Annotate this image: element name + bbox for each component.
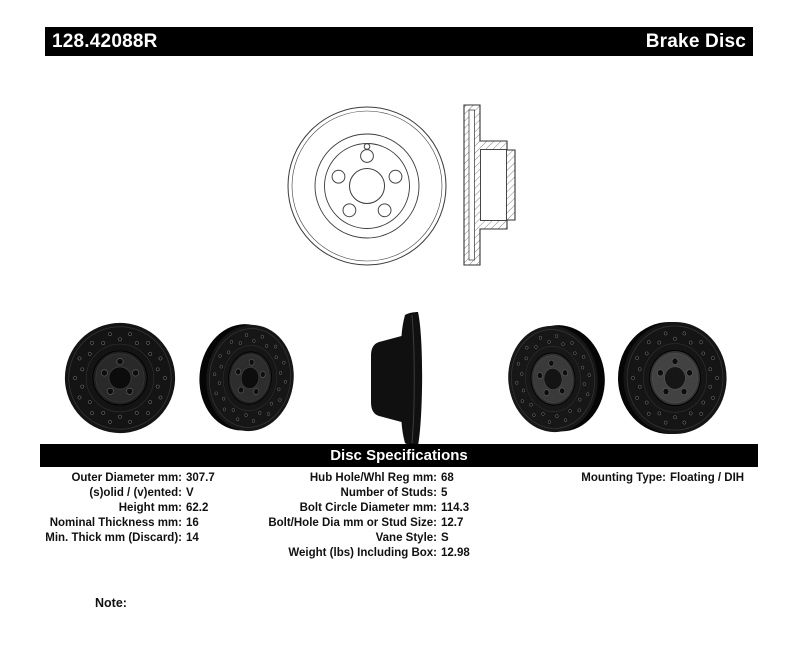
spec-value: S [441, 532, 449, 544]
spec-value: 12.98 [441, 547, 470, 559]
spec-label: Mounting Type: [581, 472, 666, 484]
spec-label: Vane Style: [375, 532, 437, 544]
drilled-hole-pattern [631, 331, 719, 425]
spec-row: Nominal Thickness mm: 16 [40, 516, 215, 531]
rotor-photo-rear [618, 321, 727, 435]
spec-row: Bolt/Hole Dia mm or Stud Size: 12.7 [262, 516, 470, 531]
spec-value: Floating / DIH [670, 472, 745, 484]
spec-row: Weight (lbs) Including Box: 12.98 [262, 546, 470, 561]
spec-value: 14 [186, 532, 199, 544]
spec-value: 16 [186, 517, 199, 529]
spec-value: V [186, 487, 194, 499]
set-screw-hole [363, 143, 371, 150]
rotor-photo-front [64, 322, 176, 434]
spec-label: Outer Diameter mm: [71, 472, 182, 484]
hat-hollow [480, 149, 507, 221]
drilled-hole-pattern [213, 333, 287, 423]
spec-label: (s)olid / (v)ented: [89, 487, 182, 499]
bolt-holes [331, 149, 403, 218]
spec-row: Vane Style: S [262, 531, 470, 546]
rotor-edge-profile [371, 312, 423, 446]
stud-hole-pattern [100, 358, 140, 395]
note-label: Note: [95, 596, 127, 610]
spec-label: Number of Studs: [340, 487, 437, 499]
spec-label: Height mm: [118, 502, 182, 514]
header-bar: 128.42088R Brake Disc [45, 27, 753, 56]
spec-label: Nominal Thickness mm: [49, 517, 182, 529]
spec-value: 5 [441, 487, 448, 499]
spec-column-middle: Hub Hole/Whl Reg mm: 68 Number of Studs:… [262, 471, 470, 561]
rotor-photo-angled-left [199, 324, 294, 432]
spec-section-header: Disc Specifications [40, 444, 758, 467]
stud-hole-pattern [235, 358, 266, 395]
spec-value: 307.7 [186, 472, 215, 484]
vent-slot [468, 109, 475, 261]
drilled-hole-pattern [515, 334, 591, 424]
part-number: 128.42088R [52, 30, 158, 52]
spec-row: Height mm: 62.2 [40, 501, 215, 516]
spec-value: 12.7 [441, 517, 464, 529]
stud-hole-pattern [537, 359, 568, 396]
spec-column-right: Mounting Type: Floating / DIH [578, 471, 744, 486]
product-type-title: Brake Disc [645, 30, 746, 52]
drilled-hole-pattern [73, 332, 167, 424]
spec-row: Hub Hole/Whl Reg mm: 68 [262, 471, 470, 486]
spec-value: 68 [441, 472, 454, 484]
spec-section-title: Disc Specifications [330, 447, 468, 464]
spec-value: 62.2 [186, 502, 209, 514]
spec-label: Bolt Circle Diameter mm: [299, 502, 437, 514]
spec-row: Number of Studs: 5 [262, 486, 470, 501]
spec-row: Bolt Circle Diameter mm: 114.3 [262, 501, 470, 516]
brake-disc-cross-section-drawing [463, 104, 516, 266]
spec-label: Weight (lbs) Including Box: [288, 547, 437, 559]
spec-value: 114.3 [441, 502, 470, 514]
spec-label: Bolt/Hole Dia mm or Stud Size: [268, 517, 437, 529]
spec-row: Min. Thick mm (Discard): 14 [40, 531, 215, 546]
spec-row: Mounting Type: Floating / DIH [578, 471, 744, 486]
spec-row: Outer Diameter mm: 307.7 [40, 471, 215, 486]
spec-column-left: Outer Diameter mm: 307.7 (s)olid / (v)en… [40, 471, 215, 546]
stud-hole-pattern [657, 357, 693, 396]
spec-label: Hub Hole/Whl Reg mm: [309, 472, 437, 484]
brake-disc-front-view-drawing [287, 106, 447, 266]
spec-row: (s)olid / (v)ented: V [40, 486, 215, 501]
rotor-photo-angled-right [508, 325, 605, 433]
spec-label: Min. Thick mm (Discard): [45, 532, 182, 544]
